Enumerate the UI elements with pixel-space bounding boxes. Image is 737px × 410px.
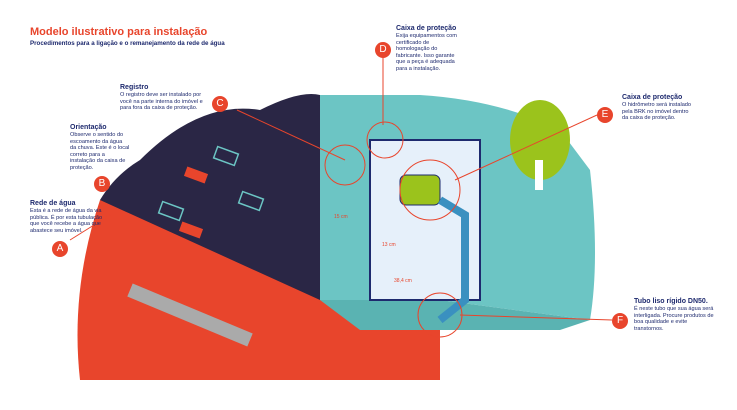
callout-title: Registro (120, 84, 149, 91)
badge-b: B (94, 176, 110, 192)
dimension-label: 38,4 cm (394, 278, 412, 284)
windows (157, 145, 265, 222)
callout-title: Caixa de proteção (622, 94, 683, 101)
callout-text: Exija equipamentos com certificado de ho… (396, 33, 457, 72)
red-bricks (178, 166, 209, 239)
callout-title: Orientação (70, 124, 107, 131)
street-ground (77, 198, 440, 380)
callout-text: Esta é a rede de água da via pública. É … (30, 208, 103, 234)
callout-text: O hidrômetro será instalado pela BRK no … (622, 102, 692, 122)
street-pipe (127, 283, 253, 347)
dimension-label: 13 cm (382, 242, 396, 248)
callout-text: O registro deve ser instalado por você n… (120, 92, 203, 112)
pipe (437, 196, 469, 324)
callout-text: Observe o sentido do escoamento da água … (70, 132, 130, 171)
callout-text: É neste tubo que sua água será interliga… (634, 306, 714, 332)
callout-title: Tubo liso rígido DN50. (634, 298, 708, 305)
badge-a: A (52, 241, 68, 257)
house-dark-wall (100, 94, 320, 300)
callout-title: Rede de água (30, 200, 76, 207)
tree-canopy (510, 100, 570, 180)
tree-trunk (535, 160, 543, 190)
callout-title: Caixa de proteção (396, 25, 457, 32)
dimension-label: 15 cm (334, 214, 348, 220)
callout-f: Tubo liso rígido DN50.É neste tubo que s… (634, 298, 714, 332)
badge-e: E (597, 107, 613, 123)
page-title: Modelo ilustrativo para instalação (30, 26, 208, 38)
callout-lines (69, 56, 613, 338)
sidewalk (320, 300, 590, 330)
badge-c: C (212, 96, 228, 112)
water-meter (399, 174, 441, 206)
page-subtitle: Procedimentos para a ligação e o remanej… (30, 40, 225, 47)
badge-f: F (612, 313, 628, 329)
badge-d: D (375, 42, 391, 58)
